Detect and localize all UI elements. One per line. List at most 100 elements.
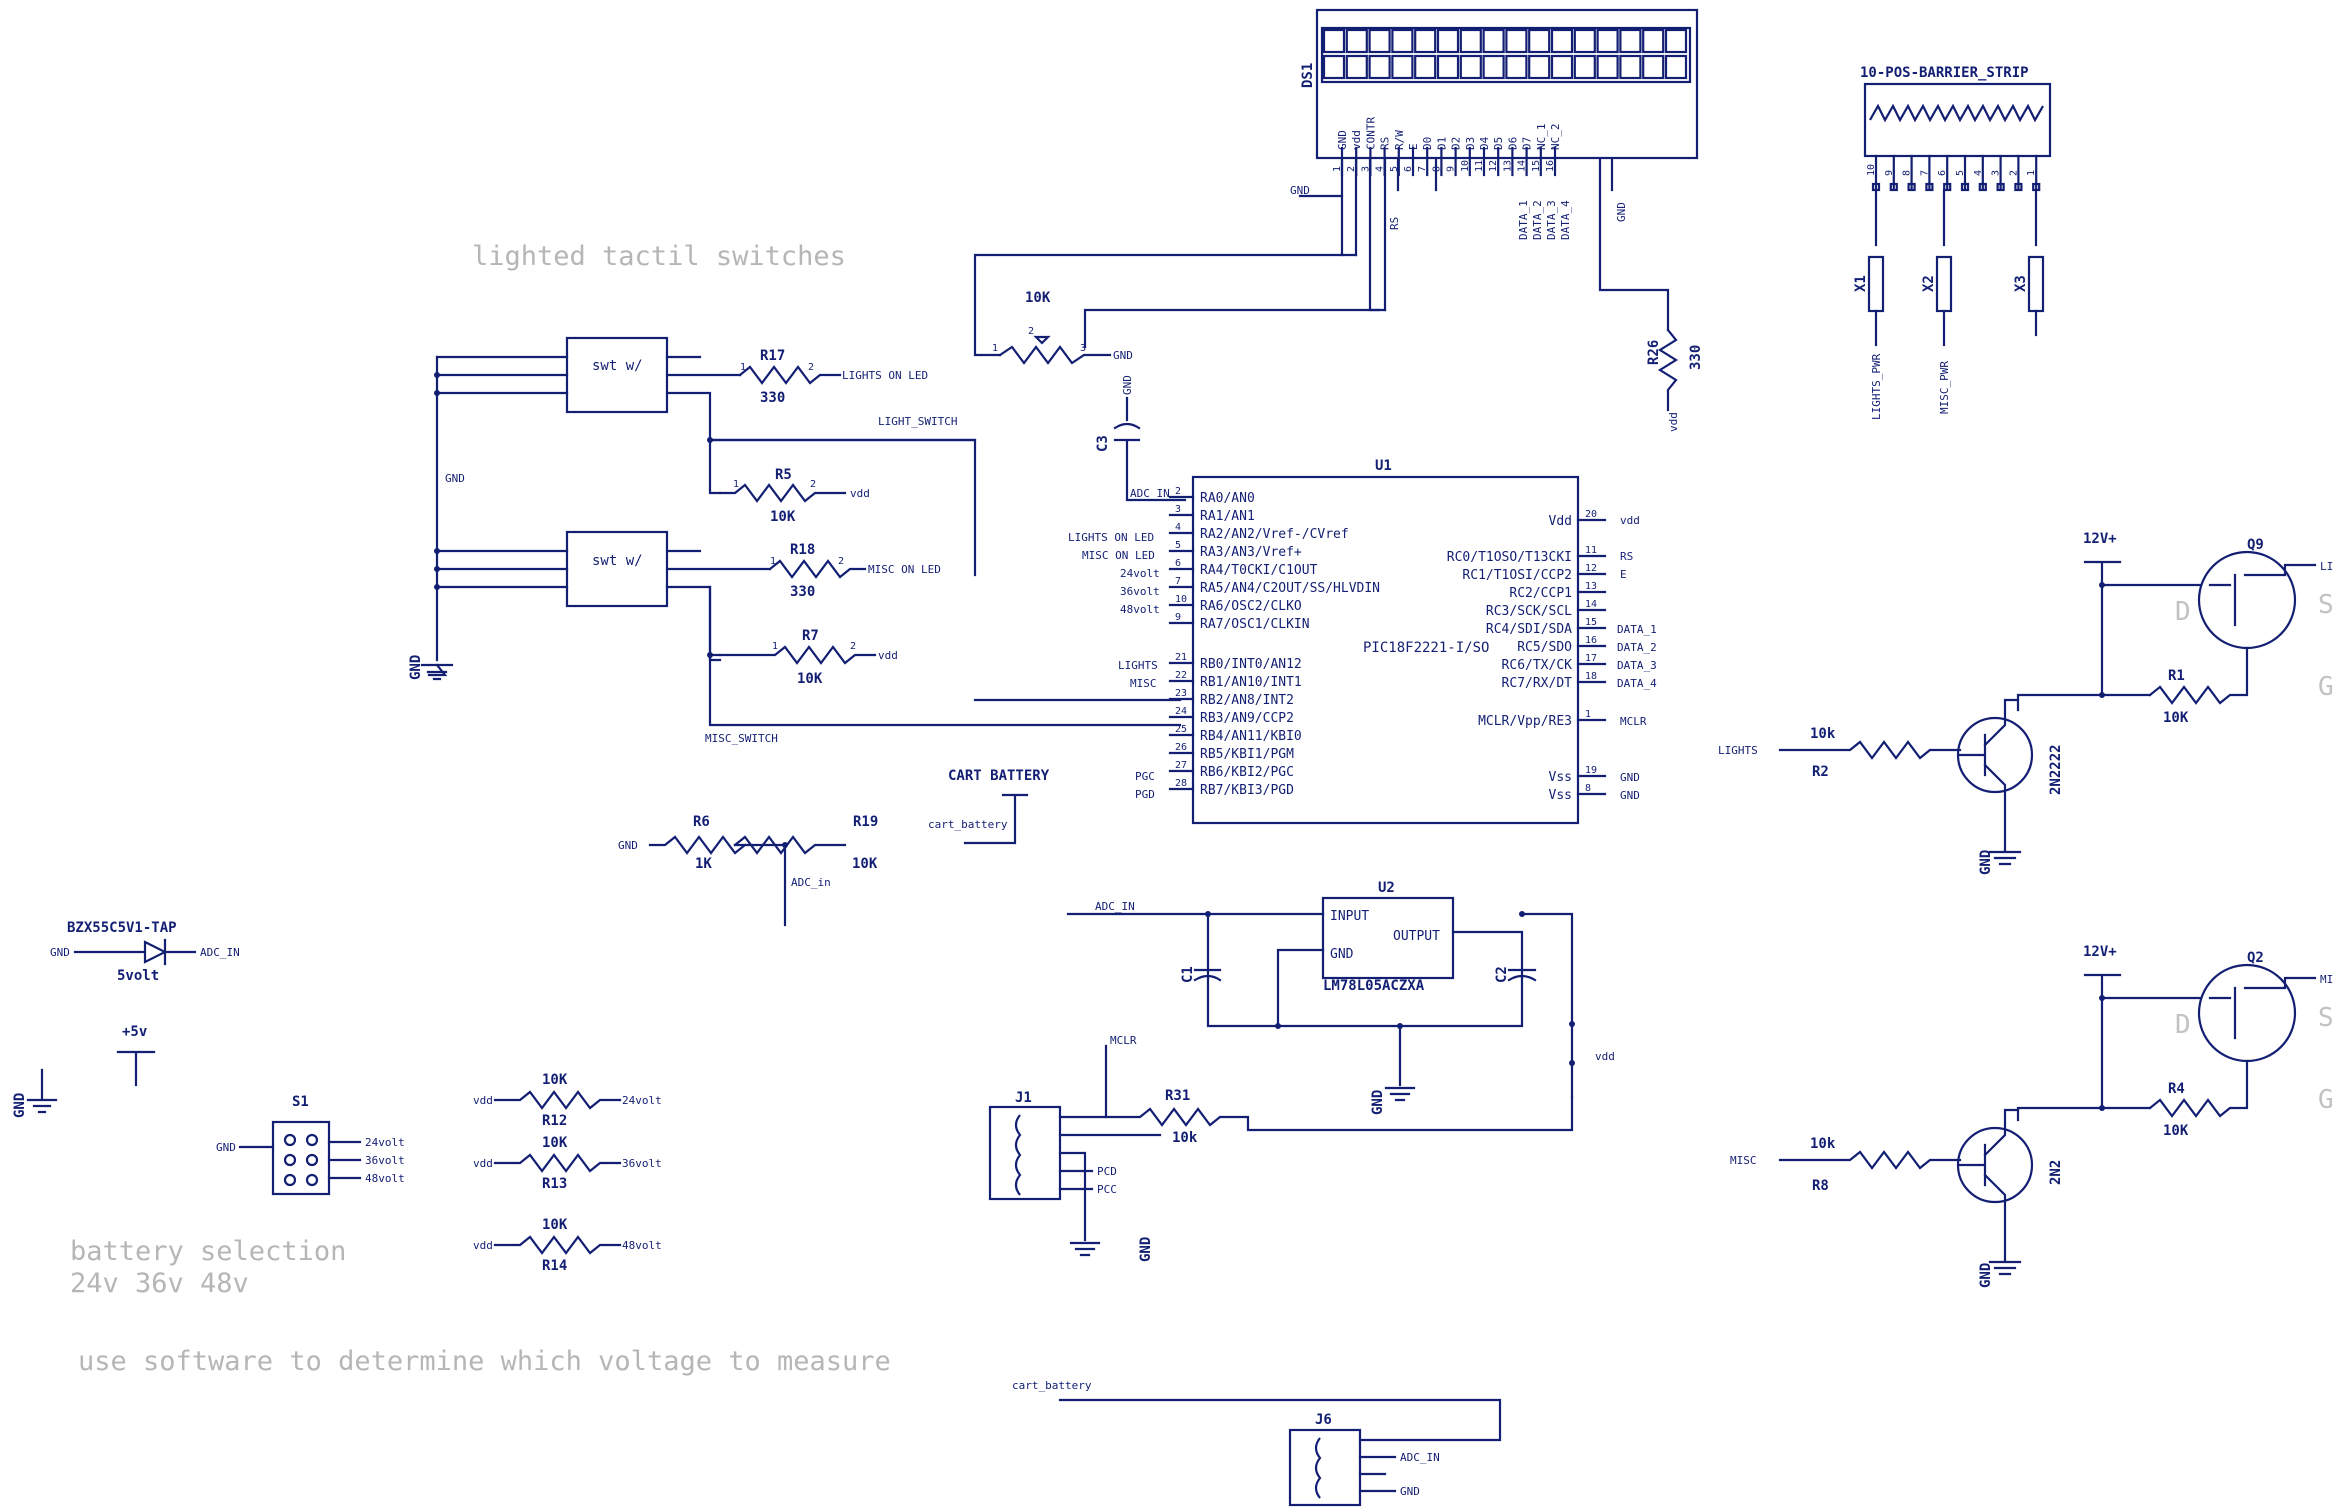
svg-text:vdd: vdd [473,1239,493,1252]
barrier-pin-number: 5 [1955,170,1966,176]
lcd-cell [1459,54,1482,80]
connector-x3: X3 [2013,255,2045,337]
lcd-wiring: GND [973,158,1670,357]
svg-text:36volt: 36volt [1120,585,1160,598]
mcu-pin-number: 27 [1175,760,1187,771]
switch-1[interactable]: swt w/ [435,336,977,442]
svg-text:Q2: Q2 [2247,950,2264,966]
lcd-cell [1505,54,1528,80]
barrier-pin [1889,182,1898,192]
lcd-cell [1528,28,1551,54]
selector-switch-s1[interactable]: S1 GND 24volt 36volt 48volt [216,1094,405,1196]
svg-text:X1: X1 [1853,275,1869,292]
connector-j1[interactable]: J1 MCLR PCD PCC GND [988,1034,1162,1262]
lcd-cell [1664,54,1688,80]
connector-j6[interactable]: J6 cart_battery ADC_IN GND [1012,1379,1502,1507]
svg-text:1K: 1K [695,856,712,872]
mcu-pin-name: RC5/SDO [1517,640,1572,655]
svg-text:+5v: +5v [122,1024,147,1040]
svg-text:24volt: 24volt [622,1094,662,1107]
mcu-pin-name: Vss [1549,770,1572,785]
lcd-pin-name: NC_2 [1549,124,1562,151]
svg-text:10k: 10k [1172,1130,1198,1146]
svg-text:LI: LI [2320,560,2333,573]
svg-text:2: 2 [808,362,814,373]
svg-text:10K: 10K [852,856,878,872]
lcd-cell [1368,28,1391,54]
svg-text:vdd: vdd [850,487,870,500]
mcu-pin-name: RB2/AN8/INT2 [1200,693,1294,708]
lcd-cell [1414,28,1437,54]
lcd-pin-name: D0 [1421,137,1434,150]
svg-text:C3: C3 [1095,435,1111,452]
lcd-pin-name: D5 [1492,137,1505,150]
lcd-cell [1391,54,1414,80]
svg-text:GND: GND [1620,771,1640,784]
svg-text:1: 1 [740,362,746,373]
lcd-pin-number: 6 [1403,166,1414,172]
barrier-pin [1960,182,1970,192]
svg-text:LIGHTS_PWR: LIGHTS_PWR [1870,353,1883,420]
mcu-pin-number: 6 [1175,558,1181,569]
lcd-pin-number: 14 [1517,160,1528,172]
lcd-pin-name: E [1407,143,1420,150]
mcu-pin-name: Vdd [1549,514,1572,529]
mcu-pin-number: 5 [1175,540,1181,551]
svg-text:vdd: vdd [1595,1050,1615,1063]
lcd-pin-name: D2 [1450,137,1463,150]
svg-text:vdd: vdd [1620,514,1640,527]
svg-text:G: G [2318,1085,2334,1115]
svg-text:48volt: 48volt [1120,603,1160,616]
lcd-pin-number: 12 [1488,160,1499,172]
mcu-pin-name: RC6/TX/CK [1502,658,1573,673]
barrier-pin [1943,182,1952,192]
capacitor-c1: C1 [1180,966,1222,983]
svg-text:R17: R17 [760,348,785,364]
resistor-r14: vdd 48volt 10K R14 [473,1217,662,1274]
lcd-cell [1482,28,1505,54]
lcd-cell [1368,54,1391,80]
svg-text:DATA_1: DATA_1 [1617,623,1657,636]
lcd-pin-name: D4 [1478,136,1491,150]
mcu-pin-name: RA2/AN2/Vref-/CVref [1200,527,1349,542]
mcu-pin-number: 1 [1585,709,1591,720]
svg-text:10k: 10k [1810,726,1836,742]
light-switch-net [708,438,977,577]
svg-text:PCD: PCD [1097,1165,1117,1178]
svg-text:ADC_IN: ADC_IN [1095,900,1135,913]
mcu-pin-name: MCLR/Vpp/RE3 [1478,714,1572,729]
svg-text:S: S [2318,1003,2334,1033]
mcu-pin-number: 16 [1585,635,1597,646]
svg-text:R12: R12 [542,1113,567,1129]
svg-text:E: E [1620,568,1627,581]
lcd-pin-number: 13 [1502,160,1513,172]
svg-text:vdd: vdd [473,1157,493,1170]
lcd-pin-name: RS [1379,137,1392,150]
svg-text:CART BATTERY: CART BATTERY [948,768,1050,784]
mcu-pin-number: 9 [1175,612,1181,623]
switch-2[interactable]: swt w/ [435,530,772,662]
svg-text:DATA_3: DATA_3 [1617,659,1657,672]
svg-text:LIGHTS ON LED: LIGHTS ON LED [842,369,928,382]
svg-text:cart_battery: cart_battery [928,818,1008,831]
svg-text:GND: GND [50,946,70,959]
svg-text:PGC: PGC [1135,770,1155,783]
svg-text:330: 330 [1688,345,1704,370]
svg-text:10K: 10K [1025,290,1051,306]
mcu-pin-name: RB1/AN10/INT1 [1200,675,1302,690]
lcd-ref: DS1 [1300,63,1316,88]
lcd-pin-name: D6 [1506,137,1519,150]
mcu-pin-number: 24 [1175,706,1187,717]
barrier-pin [1925,182,1934,192]
svg-text:5volt: 5volt [117,968,159,984]
lcd-cell [1642,54,1665,80]
svg-text:R31: R31 [1165,1088,1190,1104]
svg-text:INPUT: INPUT [1330,909,1369,924]
lcd-cell [1322,54,1346,80]
lcd-pin-name: D3 [1464,137,1477,150]
mcu-pin-number: 19 [1585,765,1597,776]
svg-text:10k: 10k [1810,1136,1836,1152]
